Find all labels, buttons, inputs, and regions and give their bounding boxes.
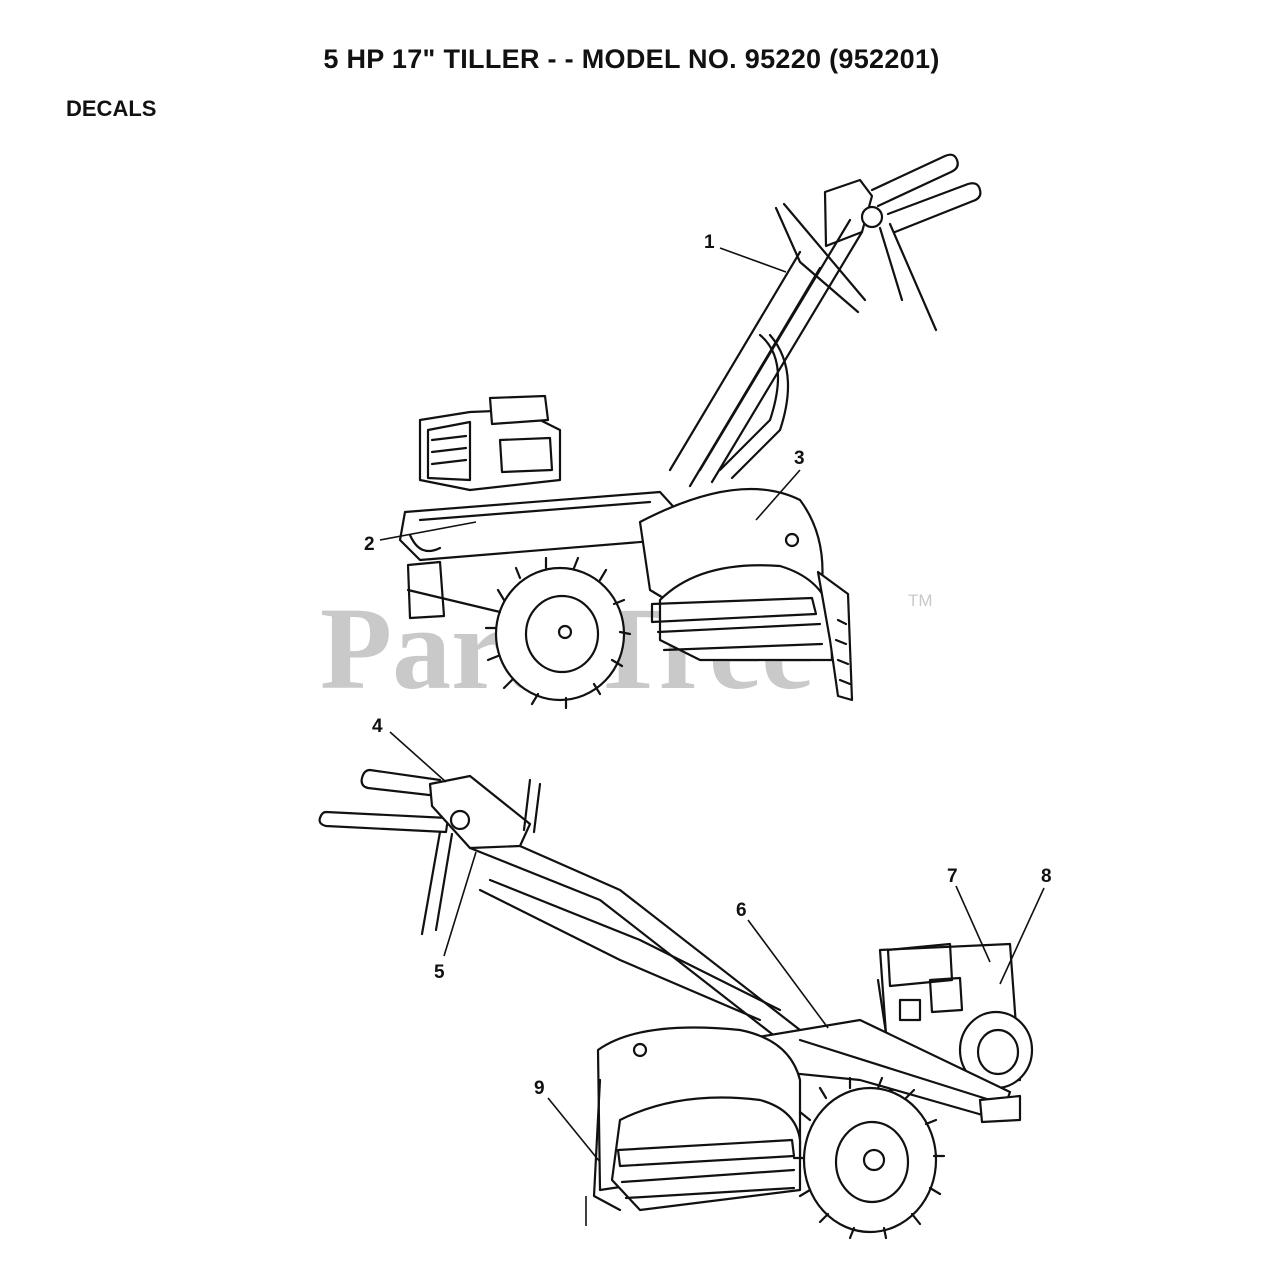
callout-leaders-bottom: [389, 731, 1045, 1226]
tiller-bottom-illustration: [318, 768, 1034, 1240]
tiller-top-illustration: [398, 153, 982, 710]
callout-6: 6: [736, 900, 747, 921]
callout-8: 8: [1041, 866, 1052, 887]
callout-5: 5: [434, 962, 445, 983]
callout-9: 9: [534, 1078, 545, 1099]
callout-3: 3: [794, 448, 805, 469]
page-title: 5 HP 17" TILLER - - MODEL NO. 95220 (952…: [323, 44, 940, 74]
section-heading: DECALS: [66, 96, 157, 121]
callout-7: 7: [947, 866, 958, 887]
callout-1: 1: [704, 232, 715, 253]
callout-4: 4: [372, 716, 383, 737]
callout-2: 2: [364, 534, 375, 555]
callout-leaders-top: [379, 247, 801, 541]
watermark-trademark: TM: [908, 591, 933, 610]
